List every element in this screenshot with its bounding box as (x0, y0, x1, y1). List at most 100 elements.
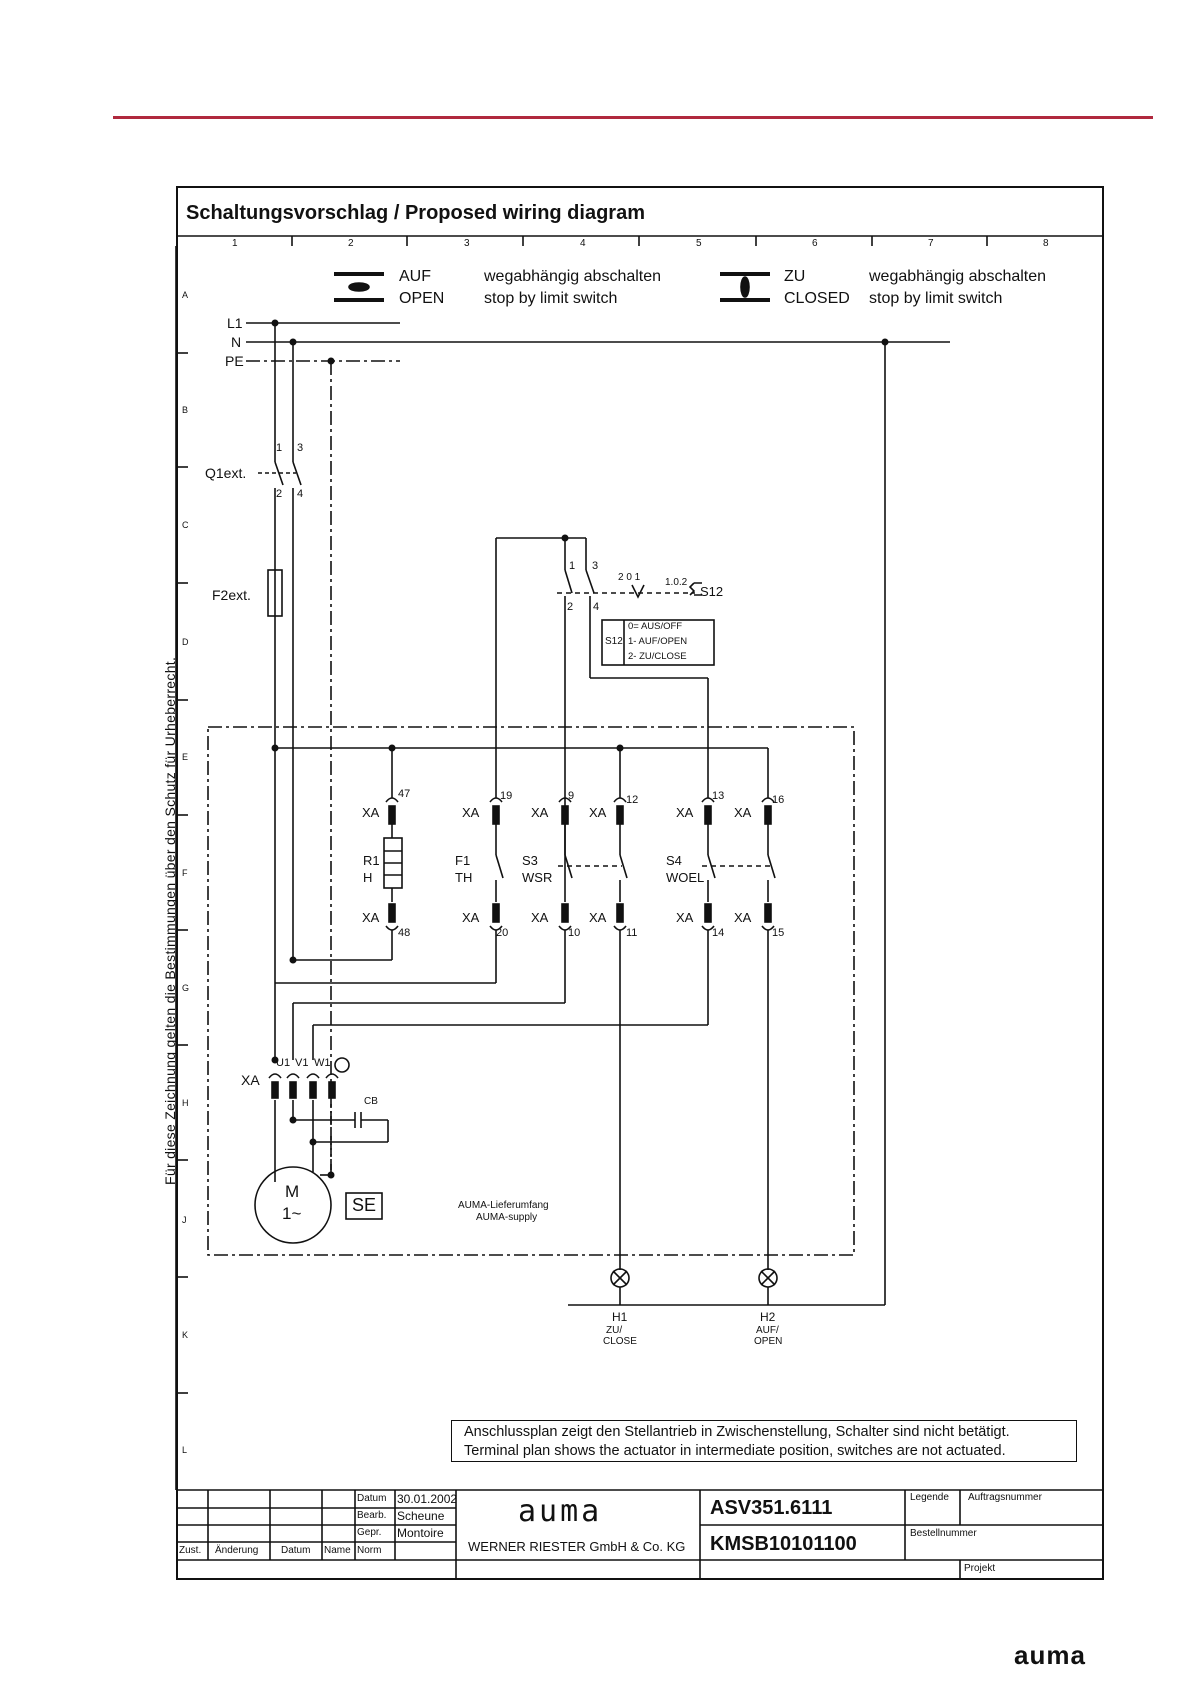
page-title: Schaltungsvorschlag / Proposed wiring di… (186, 202, 645, 224)
label-r1: R1 (363, 853, 380, 868)
label-f2: F2ext. (212, 587, 251, 603)
grid-row-h: H (182, 1098, 189, 1108)
q1-t1: 1 (276, 442, 283, 454)
xa-20: XA (462, 910, 480, 925)
auma-supply-en: AUMA-supply (476, 1212, 538, 1223)
q1-t3: 3 (297, 442, 304, 454)
label-se: SE (352, 1195, 377, 1215)
label-q1: Q1ext. (205, 465, 247, 481)
xa-13: XA (676, 805, 694, 820)
xa-47: XA (362, 805, 380, 820)
tb-datum-label: Datum (357, 1493, 387, 1504)
label-f1: F1 (455, 853, 471, 868)
xa-48: XA (362, 910, 380, 925)
legend-close-en: CLOSED (784, 290, 850, 307)
terminal-10: 10 (568, 927, 581, 939)
label-s4: S4 (666, 853, 682, 868)
terminal-16: 16 (772, 794, 785, 806)
xa-16: XA (734, 805, 752, 820)
label-s3: S3 (522, 853, 538, 868)
tb-gepr-label: Gepr. (357, 1527, 382, 1538)
tb-projekt: Projekt (964, 1563, 996, 1574)
grid-row-b: B (182, 405, 189, 415)
legend-close-de: ZU (784, 268, 806, 285)
label-pe: PE (225, 353, 244, 369)
motor-terminal-u1: U1 (276, 1057, 291, 1069)
tb-legende: Legende (910, 1492, 949, 1503)
tb-datum: Datum (281, 1545, 311, 1556)
label-cb: CB (364, 1096, 378, 1107)
grid-col-5: 5 (696, 238, 702, 249)
legend-open-en: OPEN (399, 290, 445, 307)
grid-col-8: 8 (1043, 238, 1049, 249)
legend-close-desc-en: stop by limit switch (869, 290, 1003, 307)
xa-11: XA (589, 910, 607, 925)
s12-t1: 1 (569, 560, 576, 572)
xa-14: XA (676, 910, 694, 925)
terminal-48: 48 (398, 927, 411, 939)
label-s12: S12 (700, 584, 724, 599)
tb-gepr-value: Montoire (397, 1526, 444, 1540)
grid-row-g: G (182, 983, 190, 993)
grid-col-7: 7 (928, 238, 934, 249)
motor-terminal-v1: V1 (295, 1057, 309, 1069)
motor-phase: 1~ (282, 1204, 302, 1223)
terminal-20: 20 (496, 927, 509, 939)
s12-t3: 3 (592, 560, 599, 572)
tb-datum-value: 30.01.2002 (397, 1492, 458, 1506)
label-h2: H2 (760, 1310, 776, 1324)
s12-table-row-1: 1- AUF/OPEN (628, 636, 688, 647)
doc-number-1: ASV351.6111 (710, 1497, 833, 1519)
label-h: H (363, 870, 373, 885)
terminal-47: 47 (398, 788, 411, 800)
grid-col-3: 3 (464, 238, 470, 249)
terminal-11: 11 (626, 927, 638, 939)
tb-aenderung: Änderung (215, 1545, 259, 1556)
grid-row-a: A (182, 290, 189, 300)
s12-table-row-2: 2- ZU/CLOSE (628, 651, 687, 662)
label-n: N (231, 334, 242, 350)
s12-table-row-0: 0= AUS/OFF (628, 621, 683, 632)
xa-12: XA (589, 805, 607, 820)
label-h1-de: ZU/ (606, 1325, 623, 1336)
s12-positions: 2 0 1 (618, 572, 641, 583)
xa-9: XA (531, 805, 549, 820)
s12-t4: 4 (593, 601, 600, 613)
note-line-de: Anschlussplan zeigt den Stellantrieb in … (464, 1424, 1010, 1440)
company-logo: auma (518, 1494, 603, 1529)
terminal-9: 9 (568, 790, 575, 802)
grid-row-l: L (182, 1445, 188, 1455)
tb-norm-label: Norm (357, 1545, 382, 1556)
grid-row-d: D (182, 637, 189, 647)
company-name: WERNER RIESTER GmbH & Co. KG (468, 1539, 686, 1554)
drawing-frame (176, 186, 1104, 1580)
auma-supply-de: AUMA-Lieferumfang (458, 1200, 549, 1211)
xa-10: XA (531, 910, 549, 925)
legend-open-de: AUF (399, 268, 431, 285)
terminal-15: 15 (772, 927, 785, 939)
tb-bearb-value: Scheune (397, 1509, 445, 1523)
label-h2-en: OPEN (754, 1336, 783, 1347)
s12-table-label: S12 (605, 636, 623, 647)
tb-auftragsnummer: Auftragsnummer (968, 1492, 1042, 1503)
footer-logo: auma (1014, 1640, 1086, 1670)
label-th: TH (455, 870, 473, 885)
xa-19: XA (462, 805, 480, 820)
grid-col-2: 2 (348, 238, 354, 249)
grid-row-k: K (182, 1330, 189, 1340)
grid-row-j: J (182, 1215, 187, 1225)
xa-15: XA (734, 910, 752, 925)
s12-t2: 2 (567, 601, 574, 613)
header-rule (113, 116, 1153, 119)
tb-bearb-label: Bearb. (357, 1510, 387, 1521)
doc-number-2: KMSB10101100 (710, 1533, 857, 1555)
legend-open-desc-de: wegabhängig abschalten (484, 268, 662, 285)
grid-row-f: F (182, 868, 188, 878)
label-h1-en: CLOSE (603, 1336, 637, 1347)
grid-col-6: 6 (812, 238, 818, 249)
grid-row-c: C (182, 520, 189, 530)
label-h1: H1 (612, 1310, 628, 1324)
label-l1: L1 (227, 315, 243, 331)
q1-t2: 2 (276, 488, 283, 500)
